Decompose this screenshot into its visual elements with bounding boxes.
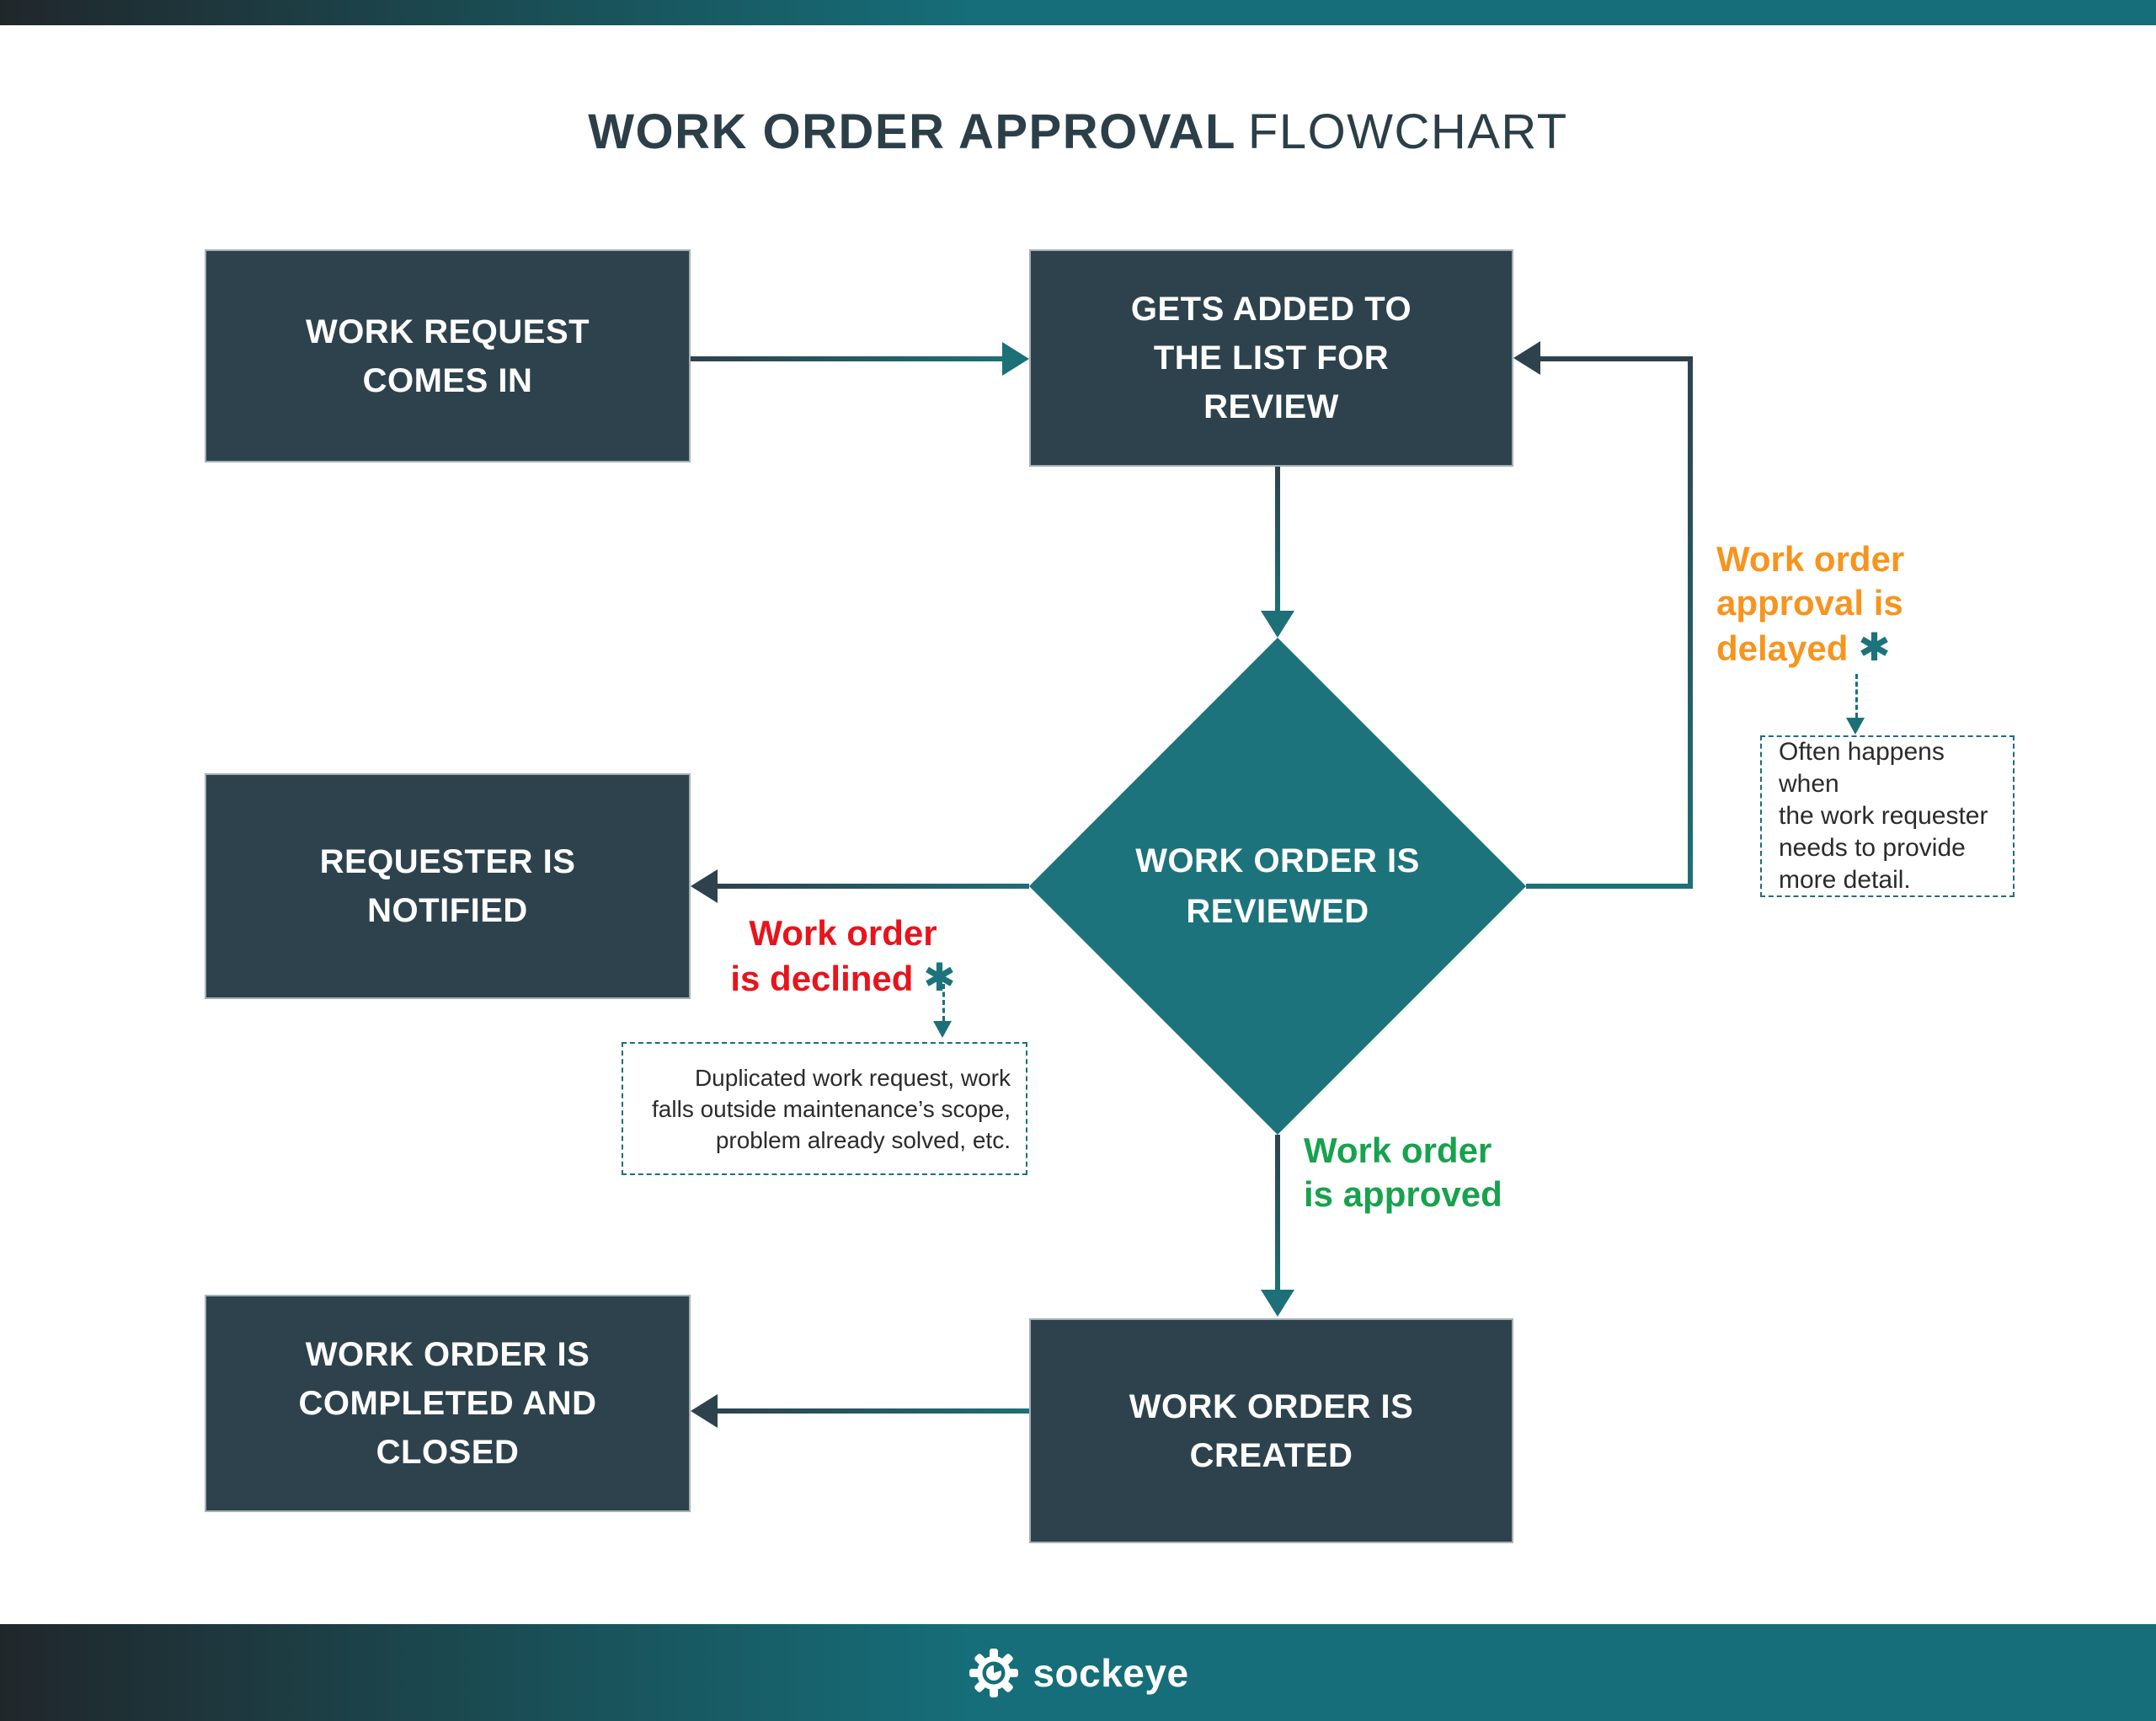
connector-request-to-added — [691, 356, 1004, 361]
dashed-connector-declined-note — [942, 984, 945, 1021]
connector-created-to-completed — [718, 1408, 1029, 1414]
connector-reviewed-to-created — [1275, 1135, 1280, 1291]
arrowhead-down-icon — [1261, 611, 1294, 638]
page-title-bold: WORK ORDER APPROVAL — [588, 104, 1236, 159]
arrowhead-down-icon — [1261, 1290, 1294, 1317]
brand-name: sockeye — [1033, 1650, 1189, 1695]
dashed-arrowhead-down-icon — [1846, 718, 1865, 735]
asterisk-icon: ✱ — [1858, 624, 1891, 670]
footer-bar: sockeye — [0, 1624, 2156, 1721]
connector-delay-loop-vertical — [1688, 356, 1693, 889]
arrowhead-left-icon — [1513, 341, 1540, 375]
asterisk-icon: ✱ — [923, 954, 956, 1000]
dashed-arrowhead-down-icon — [933, 1021, 952, 1038]
arrowhead-left-icon — [691, 869, 718, 903]
arrowhead-left-icon — [691, 1394, 718, 1428]
connector-delay-loop-bottom — [1526, 884, 1693, 889]
connector-reviewed-to-notified — [718, 884, 1029, 889]
page-title-light: FLOWCHART — [1247, 104, 1568, 159]
connector-delay-loop-top — [1540, 356, 1693, 361]
top-accent-bar — [0, 0, 2156, 25]
connector-added-to-reviewed — [1275, 467, 1280, 612]
sockeye-gear-logo-icon — [969, 1648, 1019, 1697]
arrowhead-right-icon — [1002, 342, 1029, 376]
dashed-connector-delayed-note — [1855, 674, 1858, 718]
sockeye-brand: sockeye — [967, 1646, 1188, 1700]
